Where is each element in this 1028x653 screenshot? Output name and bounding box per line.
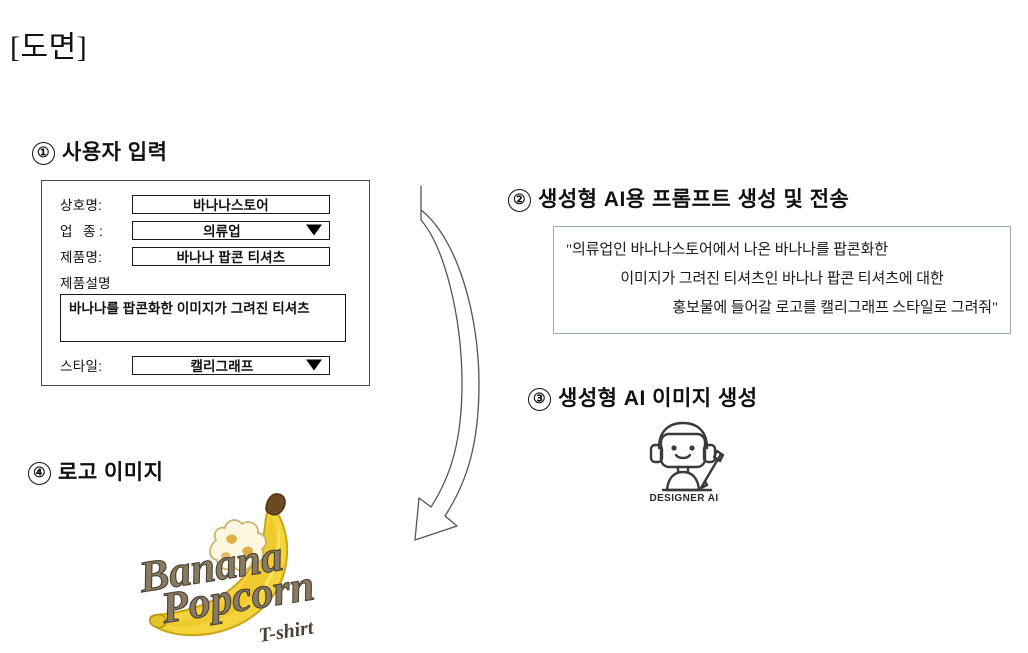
logo-script-tshirt: T-shirt bbox=[257, 616, 316, 647]
section-number-2: ② bbox=[508, 189, 531, 212]
input-product-name[interactable]: 바나나 팝콘 티셔츠 bbox=[132, 246, 330, 266]
form-row-store-name: 상호명: 바나나스토어 bbox=[60, 194, 330, 214]
label-style: 스타일: bbox=[60, 359, 103, 374]
section-title-3: 생성형 AI 이미지 생성 bbox=[558, 387, 758, 410]
section-title-4: 로고 이미지 bbox=[58, 461, 164, 484]
value-business-type: 의류업 bbox=[203, 224, 241, 239]
flow-arrow bbox=[405, 176, 495, 551]
logo-wordmark: Banana Popcorn T-shirt bbox=[134, 530, 318, 647]
section-number-3: ③ bbox=[528, 388, 551, 411]
label-product-description: 제품설명 bbox=[60, 276, 111, 291]
page-title: [도면] bbox=[10, 31, 88, 64]
designer-ai-label: DESIGNER AI bbox=[649, 493, 719, 504]
robot-designer-icon bbox=[649, 421, 725, 492]
user-input-form-panel: 상호명: 바나나스토어 업 종: 의류업 제품명: 바나나 팝콘 티셔츠 제품설… bbox=[41, 180, 370, 386]
popcorn-illustration bbox=[209, 519, 267, 572]
select-style[interactable]: 캘리그래프 bbox=[132, 355, 330, 375]
prompt-line-1: "의류업인 바나나스토어에서 나온 바나나를 팝콘화한 bbox=[566, 242, 889, 258]
form-row-style: 스타일: 캘리그래프 bbox=[60, 355, 330, 375]
generated-prompt-box: "의류업인 바나나스토어에서 나온 바나나를 팝콘화한 이미지가 그려진 티셔츠… bbox=[553, 226, 1011, 334]
section-title-1: 사용자 입력 bbox=[62, 141, 168, 164]
input-store-name[interactable]: 바나나스토어 bbox=[132, 194, 330, 214]
value-product-name: 바나나 팝콘 티셔츠 bbox=[176, 250, 286, 265]
form-row-product-name: 제품명: 바나나 팝콘 티셔츠 bbox=[60, 246, 330, 266]
prompt-line-2: 이미지가 그려진 티셔츠인 바나나 팝콘 티셔츠에 대한 bbox=[620, 271, 944, 287]
select-business-type[interactable]: 의류업 bbox=[132, 220, 330, 240]
logo-image: Banana Popcorn T-shirt bbox=[120, 488, 345, 648]
chevron-down-icon-style[interactable] bbox=[306, 359, 322, 371]
flow-arrow-svg bbox=[414, 185, 480, 541]
section-title-2: 생성형 AI용 프롬프트 생성 및 전송 bbox=[538, 188, 850, 211]
label-product-name: 제품명: bbox=[60, 250, 103, 265]
label-business-type: 업 종: bbox=[60, 224, 107, 239]
section-number-1: ① bbox=[32, 142, 55, 165]
section-heading-logo-image: ④ 로고 이미지 bbox=[28, 456, 163, 486]
designer-ai-block: DESIGNER AI bbox=[636, 418, 732, 510]
banana-popcorn-tshirt-logo-svg: Banana Popcorn T-shirt bbox=[134, 493, 318, 647]
prompt-line-3: 홍보물에 들어갈 로고를 캘리그래프 스타일로 그려줘" bbox=[672, 300, 998, 316]
textarea-product-description[interactable]: 바나나를 팝콘화한 이미지가 그려진 티셔츠 bbox=[60, 294, 346, 342]
section-heading-prompt-generation: ② 생성형 AI용 프롬프트 생성 및 전송 bbox=[508, 183, 849, 213]
chevron-down-icon-business-type[interactable] bbox=[306, 224, 322, 236]
section-number-4: ④ bbox=[28, 462, 51, 485]
value-style: 캘리그래프 bbox=[190, 359, 254, 374]
section-heading-ai-image-generation: ③ 생성형 AI 이미지 생성 bbox=[528, 382, 758, 412]
value-product-description: 바나나를 팝콘화한 이미지가 그려진 티셔츠 bbox=[69, 301, 310, 316]
label-store-name: 상호명: bbox=[60, 198, 103, 213]
section-heading-user-input: ① 사용자 입력 bbox=[32, 136, 167, 166]
value-store-name: 바나나스토어 bbox=[193, 198, 269, 213]
form-row-business-type: 업 종: 의류업 bbox=[60, 220, 330, 240]
